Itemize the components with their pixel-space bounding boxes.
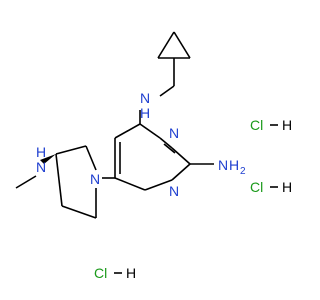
amine-nh-top: N H <box>140 90 150 121</box>
salt3-cl: Cl <box>94 265 107 281</box>
hcl-salt-3: Cl H <box>94 265 136 281</box>
methylamine-n-label: N <box>36 159 46 175</box>
amino-group: N H 2 <box>218 157 246 177</box>
methylene-linker <box>159 58 175 97</box>
hcl-salt-2: Cl H <box>250 179 292 195</box>
nh2-subscript: 2 <box>240 166 246 177</box>
pyrimidine-n-bottom: N <box>169 183 179 199</box>
wedge-bond <box>40 154 56 164</box>
pyrimidine-ring <box>114 123 191 191</box>
pyrrolidine-ring <box>55 145 97 219</box>
nh-top-n-label: N <box>140 90 150 106</box>
methylamine-group: H N <box>15 144 46 189</box>
salt3-h: H <box>126 265 136 281</box>
nh-top-h-label: H <box>140 105 150 121</box>
pyrimidine-n-top: N <box>169 125 179 141</box>
methylamine-h-label: H <box>36 144 46 160</box>
molecule-structure: N H N N N H 2 N H N Cl <box>15 31 292 281</box>
cyclopropyl-ring <box>157 31 191 59</box>
nh2-n-label: N <box>218 157 228 173</box>
pyrrolidine-n-label: N <box>90 171 100 187</box>
salt1-cl: Cl <box>250 117 263 133</box>
salt1-h: H <box>282 117 292 133</box>
salt2-cl: Cl <box>250 179 263 195</box>
hcl-salt-1: Cl H <box>250 117 292 133</box>
nh2-h-label: H <box>229 157 239 173</box>
salt2-h: H <box>282 179 292 195</box>
